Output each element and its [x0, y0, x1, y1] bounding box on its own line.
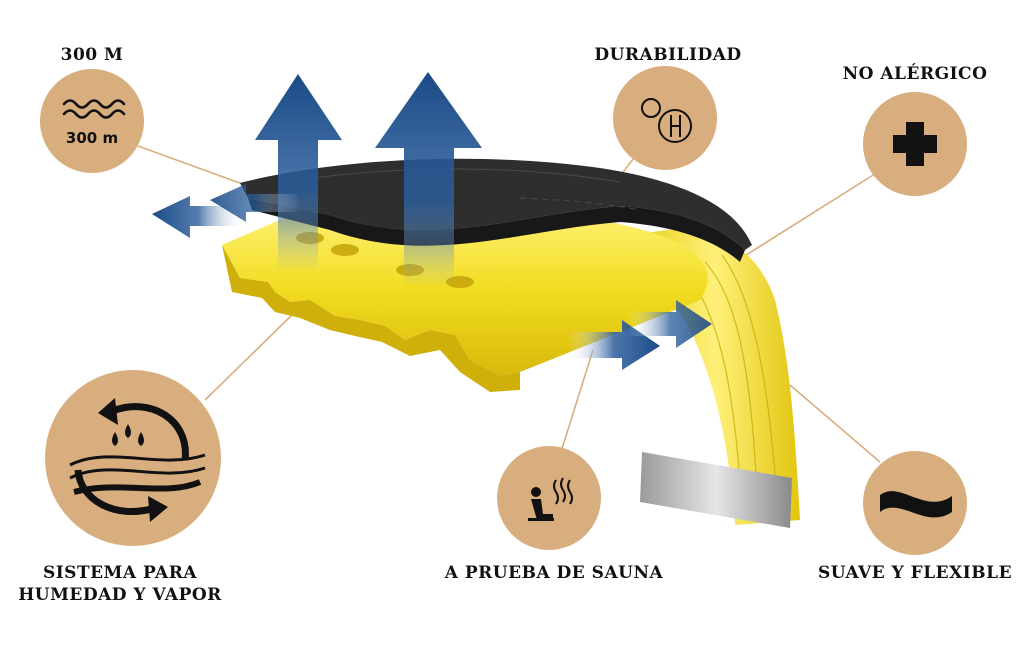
flexible-wave-icon: [880, 491, 952, 518]
sauna-person-icon: [528, 477, 573, 521]
strap-black-edge: [248, 198, 745, 262]
leader-depth: [137, 145, 249, 187]
arrow-right-2: [628, 300, 712, 348]
circle-sauna: [497, 446, 601, 550]
plus-cross-icon: [893, 122, 937, 166]
label-durability: DURABILIDAD: [594, 45, 742, 65]
leader-non-allergic: [734, 171, 879, 263]
circle-depth: [40, 69, 144, 173]
arrow-up-left: [255, 74, 342, 270]
durability-hammer-icon: [641, 98, 692, 143]
leader-sauna: [559, 349, 594, 456]
depth-icon-text: 300 m: [66, 129, 118, 147]
leader-flexible: [789, 384, 881, 463]
label-moisture: SISTEMA PARA HUMEDAD Y VAPOR: [18, 563, 222, 605]
label-depth: 300 M: [60, 45, 124, 65]
circle-durability: [613, 66, 717, 170]
arrow-up-right: [375, 72, 482, 285]
vapor-arrows-side: [152, 184, 712, 370]
strap-black-stitching: [299, 168, 641, 211]
water-waves-icon: [62, 99, 126, 119]
arrow-left-2: [210, 184, 300, 222]
label-flexible: SUAVE Y FLEXIBLE: [817, 563, 1013, 583]
strap-black-layer: [240, 158, 752, 250]
vapor-arrows-up: [255, 72, 482, 285]
strap-yellow-underside: [222, 245, 520, 392]
strap-metal-tip: [640, 452, 792, 528]
label-non-allergic: NO ALÉRGICO: [842, 64, 988, 84]
label-sauna: A PRUEBA DE SAUNA: [444, 563, 664, 583]
moisture-cycle-icon: [69, 398, 206, 522]
